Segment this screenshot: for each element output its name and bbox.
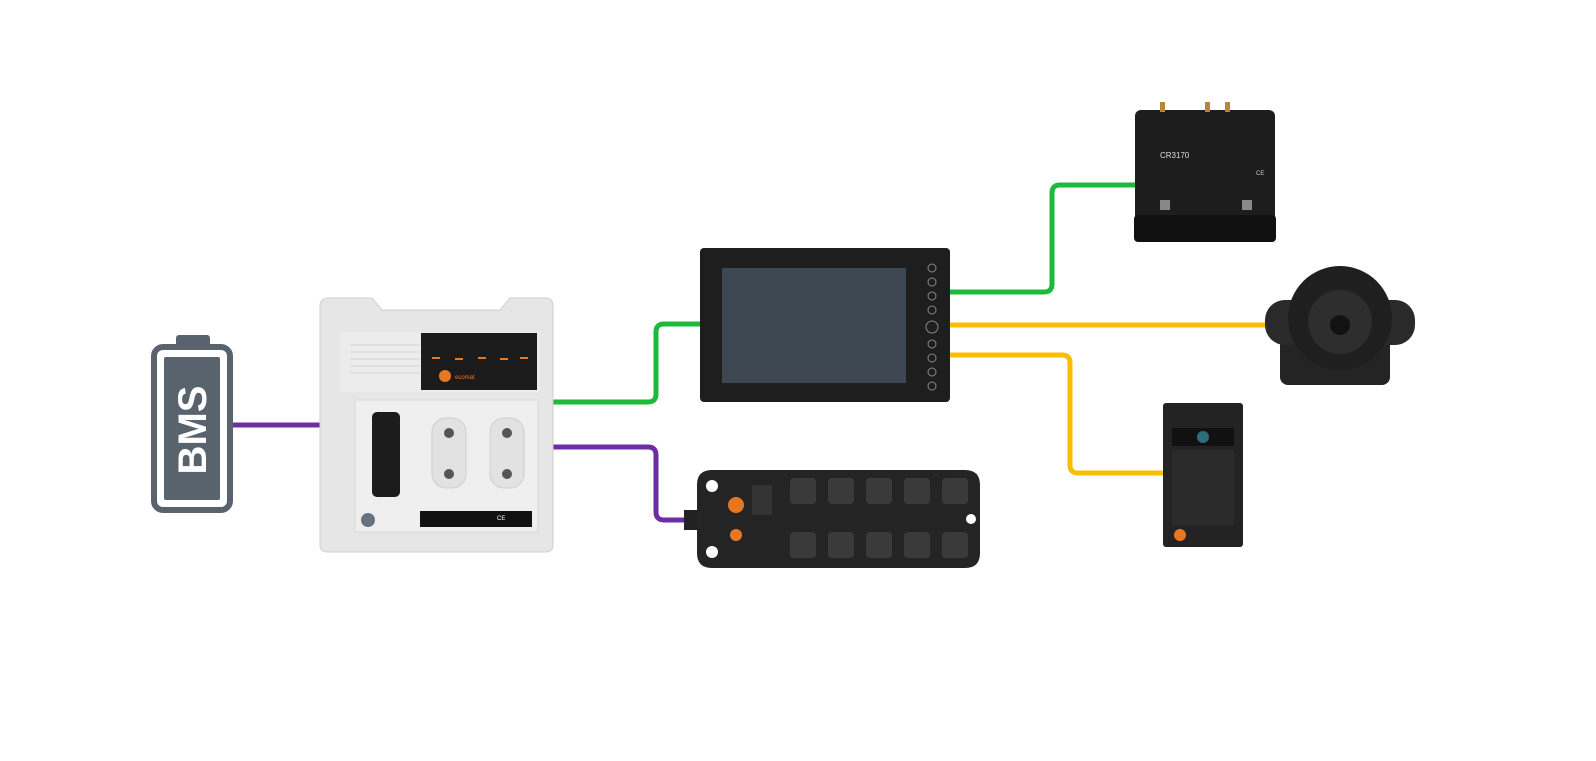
router-model-label: CR3170	[1160, 151, 1190, 160]
router-ce-mark: CE	[1256, 171, 1264, 177]
controller-ce-mark: CE	[497, 516, 505, 522]
camera-device	[1265, 266, 1415, 385]
controller-device: ecomat CE	[319, 297, 554, 553]
small-camera-device	[1163, 403, 1243, 547]
bms-label: BMS	[171, 386, 215, 475]
display-device	[700, 248, 950, 402]
display-router-link	[948, 182, 1138, 295]
controller-display-link	[553, 321, 702, 405]
display-small-camera-link	[948, 352, 1165, 476]
io-module-device	[684, 470, 980, 568]
router-device: CR3170 CE	[1134, 102, 1276, 242]
bms-battery: BMS	[151, 335, 233, 513]
controller-io-link	[553, 444, 690, 523]
svg-text:ecomat: ecomat	[455, 375, 475, 381]
